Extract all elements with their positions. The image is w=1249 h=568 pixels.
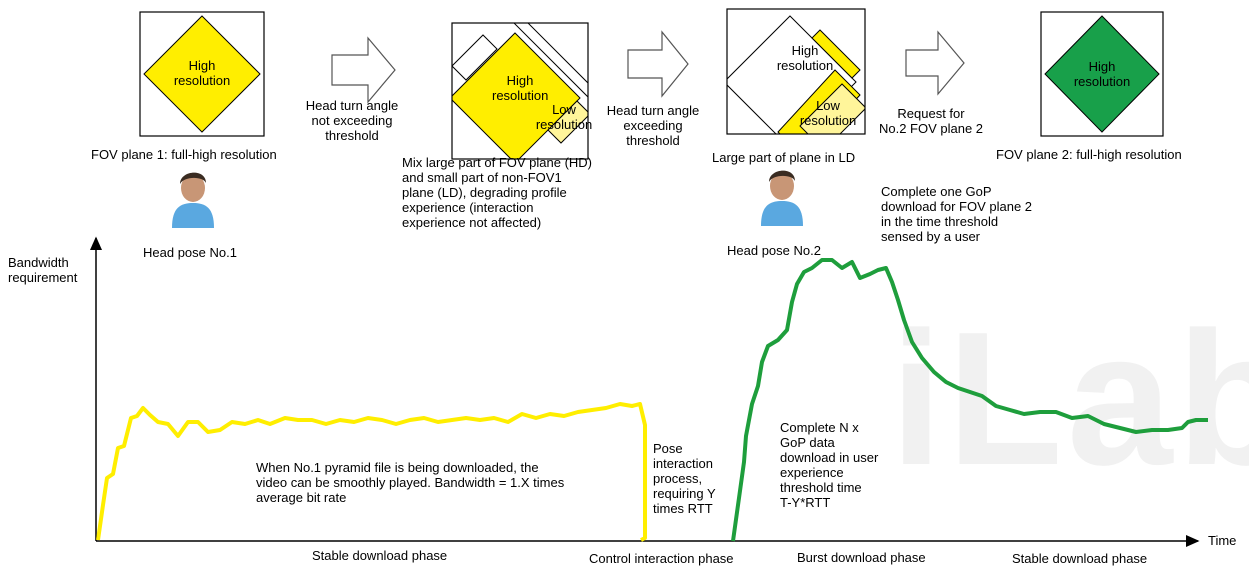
watermark: iLab (890, 293, 1249, 505)
stage4-diamond-label: High resolution (1073, 59, 1131, 89)
burst-note: Complete N x GoP data download in user e… (780, 420, 879, 510)
stage2-high-label: High resolution (492, 73, 549, 103)
head-pose-2-label: Head pose No.2 (727, 243, 821, 258)
stage1-caption: FOV plane 1: full-high resolution (91, 147, 277, 162)
arrow1-label: Head turn angle not exceeding threshold (305, 98, 399, 143)
stage3-low-label: Low resolution (799, 98, 857, 128)
phase-label-stable-1: Stable download phase (312, 548, 448, 563)
arrow-2-icon (627, 30, 689, 98)
stage1-diamond-label: High resolution (173, 58, 231, 88)
x-axis-label: Time (1208, 533, 1237, 548)
stage1-fov-box (139, 11, 265, 137)
phase-label-control: Control interaction phase (589, 551, 734, 566)
phase-label-stable-2: Stable download phase (1012, 551, 1148, 566)
person-icon-1 (172, 172, 214, 228)
arrow3-label: Request for No.2 FOV plane 2 (878, 106, 984, 136)
arrow2-label: Head turn angle exceeding threshold (606, 103, 700, 148)
stage2-low-label: Low resolution (535, 102, 593, 132)
arrow-3-icon (905, 30, 965, 96)
stable-note: When No.1 pyramid file is being download… (256, 460, 565, 505)
arrow-1-icon (331, 36, 396, 104)
gop-note: Complete one GoP download for FOV plane … (881, 184, 1033, 244)
head-pose-1-label: Head pose No.1 (143, 245, 237, 260)
stage4-caption: FOV plane 2: full-high resolution (996, 147, 1182, 162)
stage2-mixed-box (452, 23, 588, 159)
stage3-ld-box (727, 9, 865, 134)
yellow-bandwidth-curve (96, 402, 647, 542)
person-icon-2 (761, 170, 803, 226)
y-axis-label: Bandwidth requirement (8, 255, 78, 285)
stage2-caption: Mix large part of FOV plane (HD) and sma… (402, 155, 593, 230)
phase-label-burst: Burst download phase (797, 550, 926, 565)
stage3-high-label: High resolution (776, 43, 834, 73)
pose-note: Pose interaction process, requiring Y ti… (653, 441, 716, 516)
stage3-caption: Large part of plane in LD (712, 150, 856, 165)
green-bandwidth-curve (731, 258, 1208, 542)
stage4-fov-box (1040, 11, 1164, 137)
